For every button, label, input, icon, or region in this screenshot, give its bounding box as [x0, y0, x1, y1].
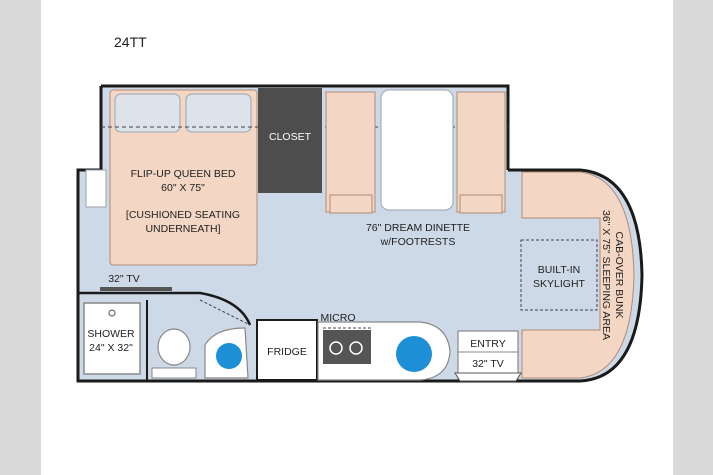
dinette-label-2: w/FOOTRESTS	[380, 236, 456, 248]
model-name: 24TT	[114, 34, 147, 50]
dinette-footrest-right	[459, 194, 503, 214]
bathroom-wall	[78, 291, 252, 326]
side-cabinet	[85, 169, 107, 208]
tv-left-label: 32" TV	[108, 273, 140, 285]
pillow-left	[114, 93, 181, 133]
galley-sink	[396, 336, 432, 372]
shower-label-2: 24" X 32"	[89, 342, 133, 354]
dinette-seat-left	[325, 91, 376, 213]
toilet-tank	[151, 367, 197, 379]
toilet	[157, 328, 191, 366]
bunk-label-2: 36" X 75" SLEEPING AREA	[600, 210, 612, 340]
fridge-label: FRIDGE	[267, 346, 307, 358]
front-wall	[508, 168, 644, 383]
fridge	[256, 319, 318, 381]
skylight-label-1: BUILT-IN	[538, 264, 580, 276]
cooktop	[323, 330, 371, 364]
dinette-label-1: 76" DREAM DINETTE	[366, 222, 470, 234]
queen-bed	[109, 89, 258, 266]
bed-label-2: 60" X 75"	[161, 182, 205, 194]
entry-door	[457, 330, 519, 380]
bath-door-swing	[199, 299, 251, 326]
burner-1	[329, 341, 343, 355]
bed-label-3: [CUSHIONED SEATING	[126, 209, 240, 221]
shower-label-1: SHOWER	[87, 328, 135, 340]
skylight-label-2: SKYLIGHT	[533, 278, 586, 290]
skylight	[520, 239, 598, 311]
bed-label-1: FLIP-UP QUEEN BED	[131, 168, 236, 180]
bath-sink	[216, 343, 242, 369]
bed-label-4: UNDERNEATH]	[145, 223, 220, 235]
shower	[83, 302, 141, 375]
entry-label: ENTRY	[470, 338, 505, 350]
outer-wall	[76, 84, 510, 383]
bunk-label-1: CAB-OVER BUNK	[613, 232, 625, 319]
closet	[258, 88, 322, 193]
dinette-table	[380, 89, 454, 211]
cab-over-bunk	[521, 171, 635, 379]
dinette-seat-right	[456, 91, 506, 213]
tv-right-shape	[454, 372, 522, 382]
closet-label: CLOSET	[269, 131, 312, 143]
pillow-right	[185, 93, 252, 133]
dinette-footrest-left	[329, 194, 373, 214]
shower-drain-icon	[108, 309, 116, 317]
burner-2	[349, 341, 363, 355]
tv-right-label: 32" TV	[472, 358, 504, 370]
micro-label: MICRO	[321, 312, 356, 324]
